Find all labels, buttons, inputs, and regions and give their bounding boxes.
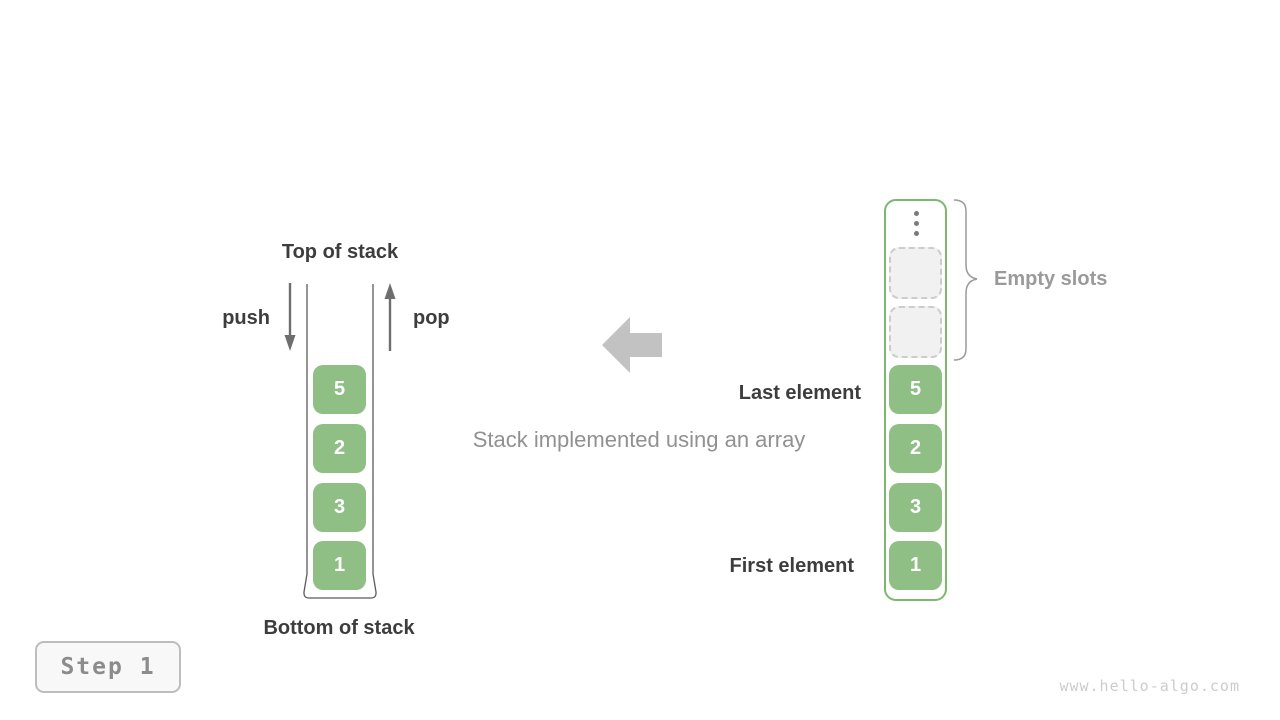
push-arrow-icon [283,283,297,355]
diagram-caption: Stack implemented using an array [472,427,806,452]
stack-container-icon [303,284,377,599]
stack-block: 1 [313,541,366,590]
first-element-label: First element [729,555,854,577]
array-block: 5 [889,365,942,414]
stack-block: 5 [313,365,366,414]
curly-brace-icon [950,198,982,362]
last-element-label: Last element [738,382,861,404]
left-block-arrow-icon [602,317,662,373]
stack-container-outline [300,282,380,602]
array-block: 3 [889,483,942,532]
bottom-of-stack-label: Bottom of stack [263,617,415,639]
empty-slot [889,306,942,358]
step-badge: Step 1 [35,641,181,693]
empty-slots-label: Empty slots [994,268,1108,290]
stack-block: 2 [313,424,366,473]
pop-arrow-icon [383,283,397,355]
empty-slot [889,247,942,299]
watermark: www.hello-algo.com [1059,677,1240,695]
array-block: 1 [889,541,942,590]
top-of-stack-label: Top of stack [281,241,399,263]
array-block: 2 [889,424,942,473]
pop-label: pop [413,307,450,329]
vertical-ellipsis-icon [913,211,919,236]
stack-block: 3 [313,483,366,532]
push-label: push [222,307,270,329]
